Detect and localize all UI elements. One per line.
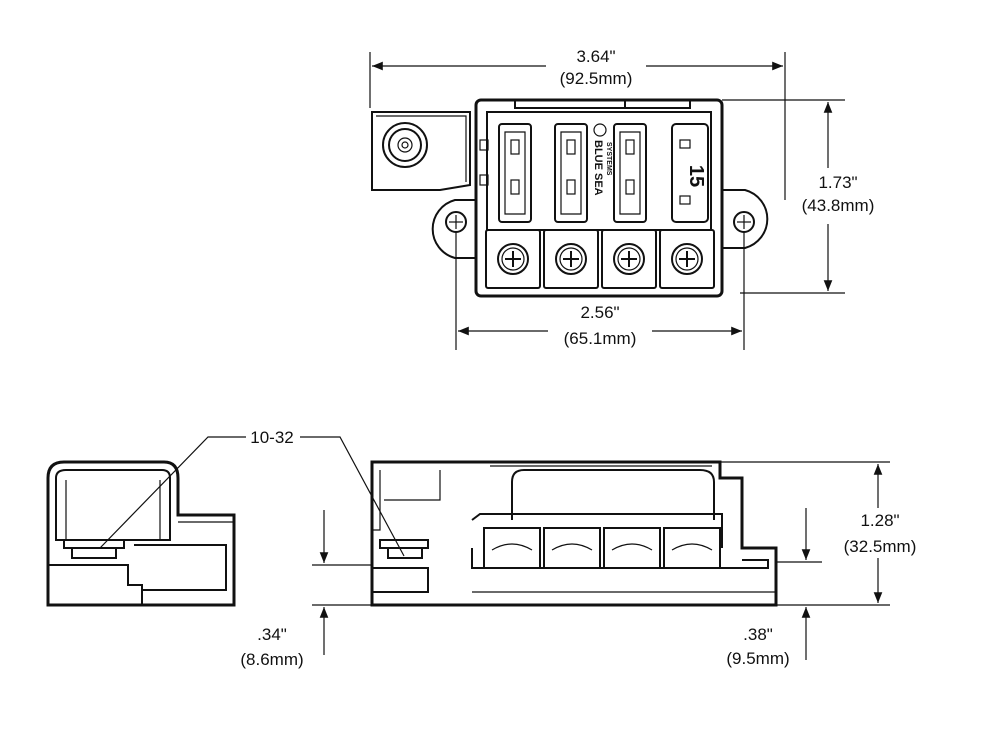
right-mount-ear: [722, 189, 769, 249]
callout-thread: 10-32: [99, 428, 405, 557]
fuse-2: [554, 123, 588, 223]
stud-nut: [382, 122, 428, 168]
brand-logo-line1: BLUE SEA: [592, 140, 604, 196]
dim-height-top-mm: (43.8mm): [802, 196, 875, 215]
side-view-body: [370, 460, 778, 607]
side-terminal-4: [663, 527, 721, 569]
dim-left-stud-height-in: .34": [257, 625, 287, 644]
side-terminal-2: [543, 527, 601, 569]
dim-overall-height-mm: (32.5mm): [844, 537, 917, 556]
fuse-rating-label: 15: [685, 165, 707, 187]
dim-mount-spacing: 2.56" (65.1mm): [455, 232, 745, 350]
left-mount-ear: [431, 199, 480, 259]
dim-left-stud-height: .34" (8.6mm): [240, 510, 372, 669]
terminal-1: [485, 229, 541, 289]
dim-right-stud-height: .38" (9.5mm): [726, 508, 822, 668]
dim-overall-width-mm: (92.5mm): [560, 69, 633, 88]
dim-right-stud-height-in: .38": [743, 625, 773, 644]
dim-left-stud-height-mm: (8.6mm): [240, 650, 303, 669]
brand-logo-line2: SYSTEMS: [605, 142, 612, 176]
side-view: [370, 460, 778, 607]
dim-right-stud-height-mm: (9.5mm): [726, 649, 789, 668]
dim-height-top: 1.73" (43.8mm): [722, 99, 880, 294]
end-view-body: [46, 460, 236, 607]
dim-overall-height: 1.28" (32.5mm): [720, 461, 924, 606]
dim-mount-spacing-mm: (65.1mm): [564, 329, 637, 348]
terminal-strip: [485, 229, 715, 289]
top-view: 15 BLUE SEA SYSTEMS: [369, 44, 880, 350]
side-terminal-1: [483, 527, 541, 569]
end-view: [46, 460, 236, 607]
fuse-4: 15: [671, 123, 709, 223]
terminal-screw-1: [497, 243, 529, 275]
terminal-screw-2: [555, 243, 587, 275]
fuse-bay: [486, 111, 712, 231]
terminal-4: [659, 229, 715, 289]
dim-mount-spacing-in: 2.56": [580, 303, 619, 322]
callout-thread-label: 10-32: [250, 428, 293, 447]
terminal-3: [601, 229, 657, 289]
dim-overall-height-in: 1.28": [860, 511, 899, 530]
terminal-screw-4: [671, 243, 703, 275]
terminal-2: [543, 229, 599, 289]
dim-height-top-in: 1.73": [818, 173, 857, 192]
terminal-screw-3: [613, 243, 645, 275]
stud-tab: [371, 111, 471, 191]
side-terminal-3: [603, 527, 661, 569]
fuse-3: [613, 123, 647, 223]
fuse-1: [498, 123, 532, 223]
brand-logo: BLUE SEA SYSTEMS: [592, 123, 612, 196]
dim-overall-width: 3.64" (92.5mm): [369, 44, 786, 200]
dim-overall-width-in: 3.64": [576, 47, 615, 66]
